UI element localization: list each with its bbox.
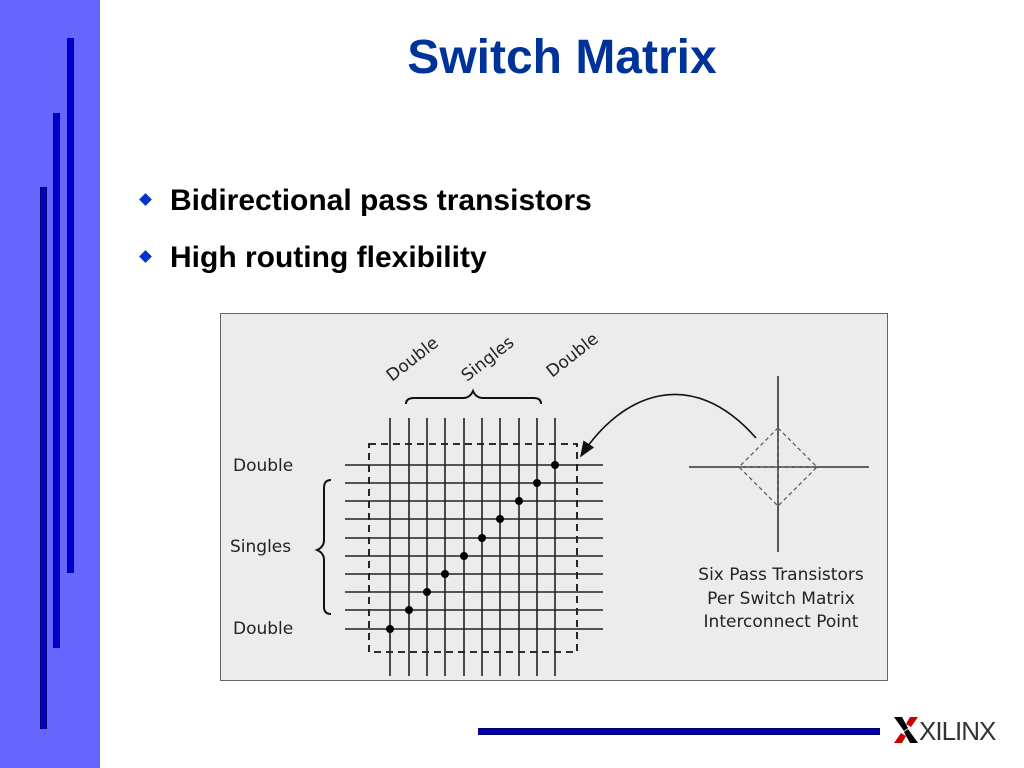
footer-line bbox=[478, 728, 880, 735]
left-label-double: Double bbox=[233, 456, 293, 476]
interconnect-dot bbox=[551, 461, 559, 469]
interconnect-dot bbox=[460, 552, 468, 560]
diamond-bullet-icon bbox=[139, 193, 152, 206]
left-label-double: Double bbox=[233, 619, 293, 639]
matrix-boundary bbox=[368, 443, 578, 653]
diagram-canvas: Double Singles Double Double Singles Dou… bbox=[230, 329, 869, 676]
switch-matrix-diagram: Double Singles Double Double Singles Dou… bbox=[220, 313, 888, 681]
bullet-item: High routing flexibility bbox=[138, 237, 592, 294]
xilinx-logo-text: XILINX bbox=[919, 716, 996, 746]
interconnect-dots bbox=[386, 461, 559, 633]
caption-line: Six Pass Transistors bbox=[698, 565, 864, 585]
interconnect-dot bbox=[423, 588, 431, 596]
interconnect-dot bbox=[478, 534, 486, 542]
sidebar-bar bbox=[40, 187, 47, 729]
switch-point-detail bbox=[689, 376, 869, 552]
interconnect-dot bbox=[515, 497, 523, 505]
sidebar-bar bbox=[67, 38, 74, 573]
interconnect-dot bbox=[441, 570, 449, 578]
zoom-arrow bbox=[580, 393, 757, 458]
top-brace bbox=[405, 388, 542, 405]
left-label-singles: Singles bbox=[230, 537, 291, 557]
bullet-text: Bidirectional pass transistors bbox=[170, 184, 592, 217]
caption-line: Interconnect Point bbox=[704, 612, 859, 632]
sidebar-bar bbox=[53, 113, 60, 648]
grid-horizontal-lines bbox=[345, 464, 603, 630]
interconnect-dot bbox=[533, 479, 541, 487]
bullet-item: Bidirectional pass transistors bbox=[138, 180, 592, 237]
interconnect-dot bbox=[405, 606, 413, 614]
sidebar bbox=[0, 0, 100, 768]
bullet-list: Bidirectional pass transistors High rout… bbox=[138, 180, 592, 294]
caption-line: Per Switch Matrix bbox=[707, 589, 855, 609]
pass-transistor-diamond bbox=[738, 427, 818, 507]
top-label-double: Double bbox=[383, 333, 443, 386]
top-label-double: Double bbox=[543, 329, 603, 382]
xilinx-mark-icon bbox=[894, 717, 918, 743]
bullet-text: High routing flexibility bbox=[170, 241, 487, 274]
xilinx-logo: XILINX bbox=[892, 712, 1002, 748]
left-brace bbox=[314, 479, 332, 615]
grid-vertical-lines bbox=[389, 418, 556, 676]
page-title: Switch Matrix bbox=[407, 31, 717, 84]
top-label-singles: Singles bbox=[458, 332, 519, 385]
interconnect-dot bbox=[386, 625, 394, 633]
diamond-bullet-icon bbox=[139, 250, 152, 263]
interconnect-dot bbox=[496, 515, 504, 523]
